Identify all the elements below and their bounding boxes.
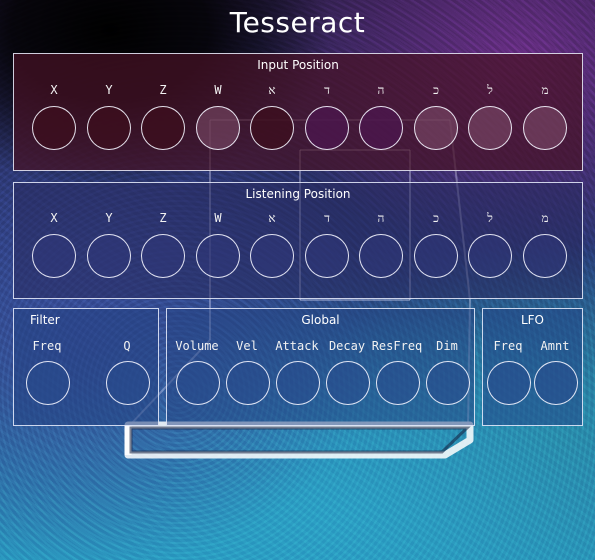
filter-title: Filter xyxy=(30,313,158,327)
global-knob-resfreq[interactable] xyxy=(376,361,420,405)
input-knob-aleph[interactable] xyxy=(250,106,294,150)
listen-knob-label-aleph: א xyxy=(247,211,297,226)
listening-position-title: Listening Position xyxy=(14,187,582,201)
input-knob-label-z: Z xyxy=(138,83,188,97)
lfo-panel: LFO Freq Amnt xyxy=(482,308,583,426)
input-knob-mem[interactable] xyxy=(523,106,567,150)
input-knob-x[interactable] xyxy=(32,106,76,150)
listen-knob-kaf[interactable] xyxy=(414,234,458,278)
global-title: Global xyxy=(167,313,474,327)
input-knob-label-mem: מ xyxy=(520,83,570,98)
listen-knob-label-kaf: כ xyxy=(411,211,461,226)
input-knob-label-lamed: ל xyxy=(465,83,515,98)
listen-knob-mem[interactable] xyxy=(523,234,567,278)
listen-knob-label-he: ה xyxy=(356,211,406,226)
input-knob-label-w: W xyxy=(193,83,243,97)
listen-knob-label-mem: מ xyxy=(520,211,570,226)
listen-knob-lamed[interactable] xyxy=(468,234,512,278)
listen-knob-w[interactable] xyxy=(196,234,240,278)
input-knob-label-y: Y xyxy=(84,83,134,97)
input-knob-dalet[interactable] xyxy=(305,106,349,150)
input-knob-label-he: ה xyxy=(356,83,406,98)
lfo-knob-freq[interactable] xyxy=(487,361,531,405)
filter-knob-label-q: Q xyxy=(97,339,157,353)
filter-knob-freq[interactable] xyxy=(26,361,70,405)
input-knob-w[interactable] xyxy=(196,106,240,150)
filter-knob-label-freq: Freq xyxy=(17,339,77,353)
input-position-panel: Input Position X Y Z W א ד ה כ ל מ xyxy=(13,53,583,171)
input-knob-he[interactable] xyxy=(359,106,403,150)
listen-knob-label-z: Z xyxy=(138,211,188,225)
input-knob-label-aleph: א xyxy=(247,83,297,98)
lfo-knob-amnt[interactable] xyxy=(534,361,578,405)
listen-knob-y[interactable] xyxy=(87,234,131,278)
filter-knob-q[interactable] xyxy=(106,361,150,405)
global-knob-vel[interactable] xyxy=(226,361,270,405)
app-title: Tesseract xyxy=(0,6,595,39)
input-knob-y[interactable] xyxy=(87,106,131,150)
listen-knob-label-dalet: ד xyxy=(302,211,352,226)
input-position-title: Input Position xyxy=(14,58,582,72)
listen-knob-label-w: W xyxy=(193,211,243,225)
input-knob-z[interactable] xyxy=(141,106,185,150)
global-panel: Global Volume Vel Attack Decay ResFreq D… xyxy=(166,308,475,426)
listen-knob-he[interactable] xyxy=(359,234,403,278)
input-knob-lamed[interactable] xyxy=(468,106,512,150)
listen-knob-label-y: Y xyxy=(84,211,134,225)
lfo-knob-label-amnt: Amnt xyxy=(525,339,585,353)
global-knob-decay[interactable] xyxy=(326,361,370,405)
input-knob-label-dalet: ד xyxy=(302,83,352,98)
input-knob-kaf[interactable] xyxy=(414,106,458,150)
listen-knob-x[interactable] xyxy=(32,234,76,278)
listen-knob-label-lamed: ל xyxy=(465,211,515,226)
listen-knob-label-x: X xyxy=(29,211,79,225)
filter-panel: Filter Freq Q xyxy=(13,308,159,426)
input-knob-label-x: X xyxy=(29,83,79,97)
listen-knob-z[interactable] xyxy=(141,234,185,278)
global-knob-attack[interactable] xyxy=(276,361,320,405)
global-knob-volume[interactable] xyxy=(176,361,220,405)
listen-knob-dalet[interactable] xyxy=(305,234,349,278)
input-knob-label-kaf: כ xyxy=(411,83,461,98)
listening-position-panel: Listening Position X Y Z W א ד ה כ ל מ xyxy=(13,182,583,299)
lfo-title: LFO xyxy=(483,313,582,327)
global-knob-label-dim: Dim xyxy=(417,339,477,353)
listen-knob-aleph[interactable] xyxy=(250,234,294,278)
global-knob-dim[interactable] xyxy=(426,361,470,405)
